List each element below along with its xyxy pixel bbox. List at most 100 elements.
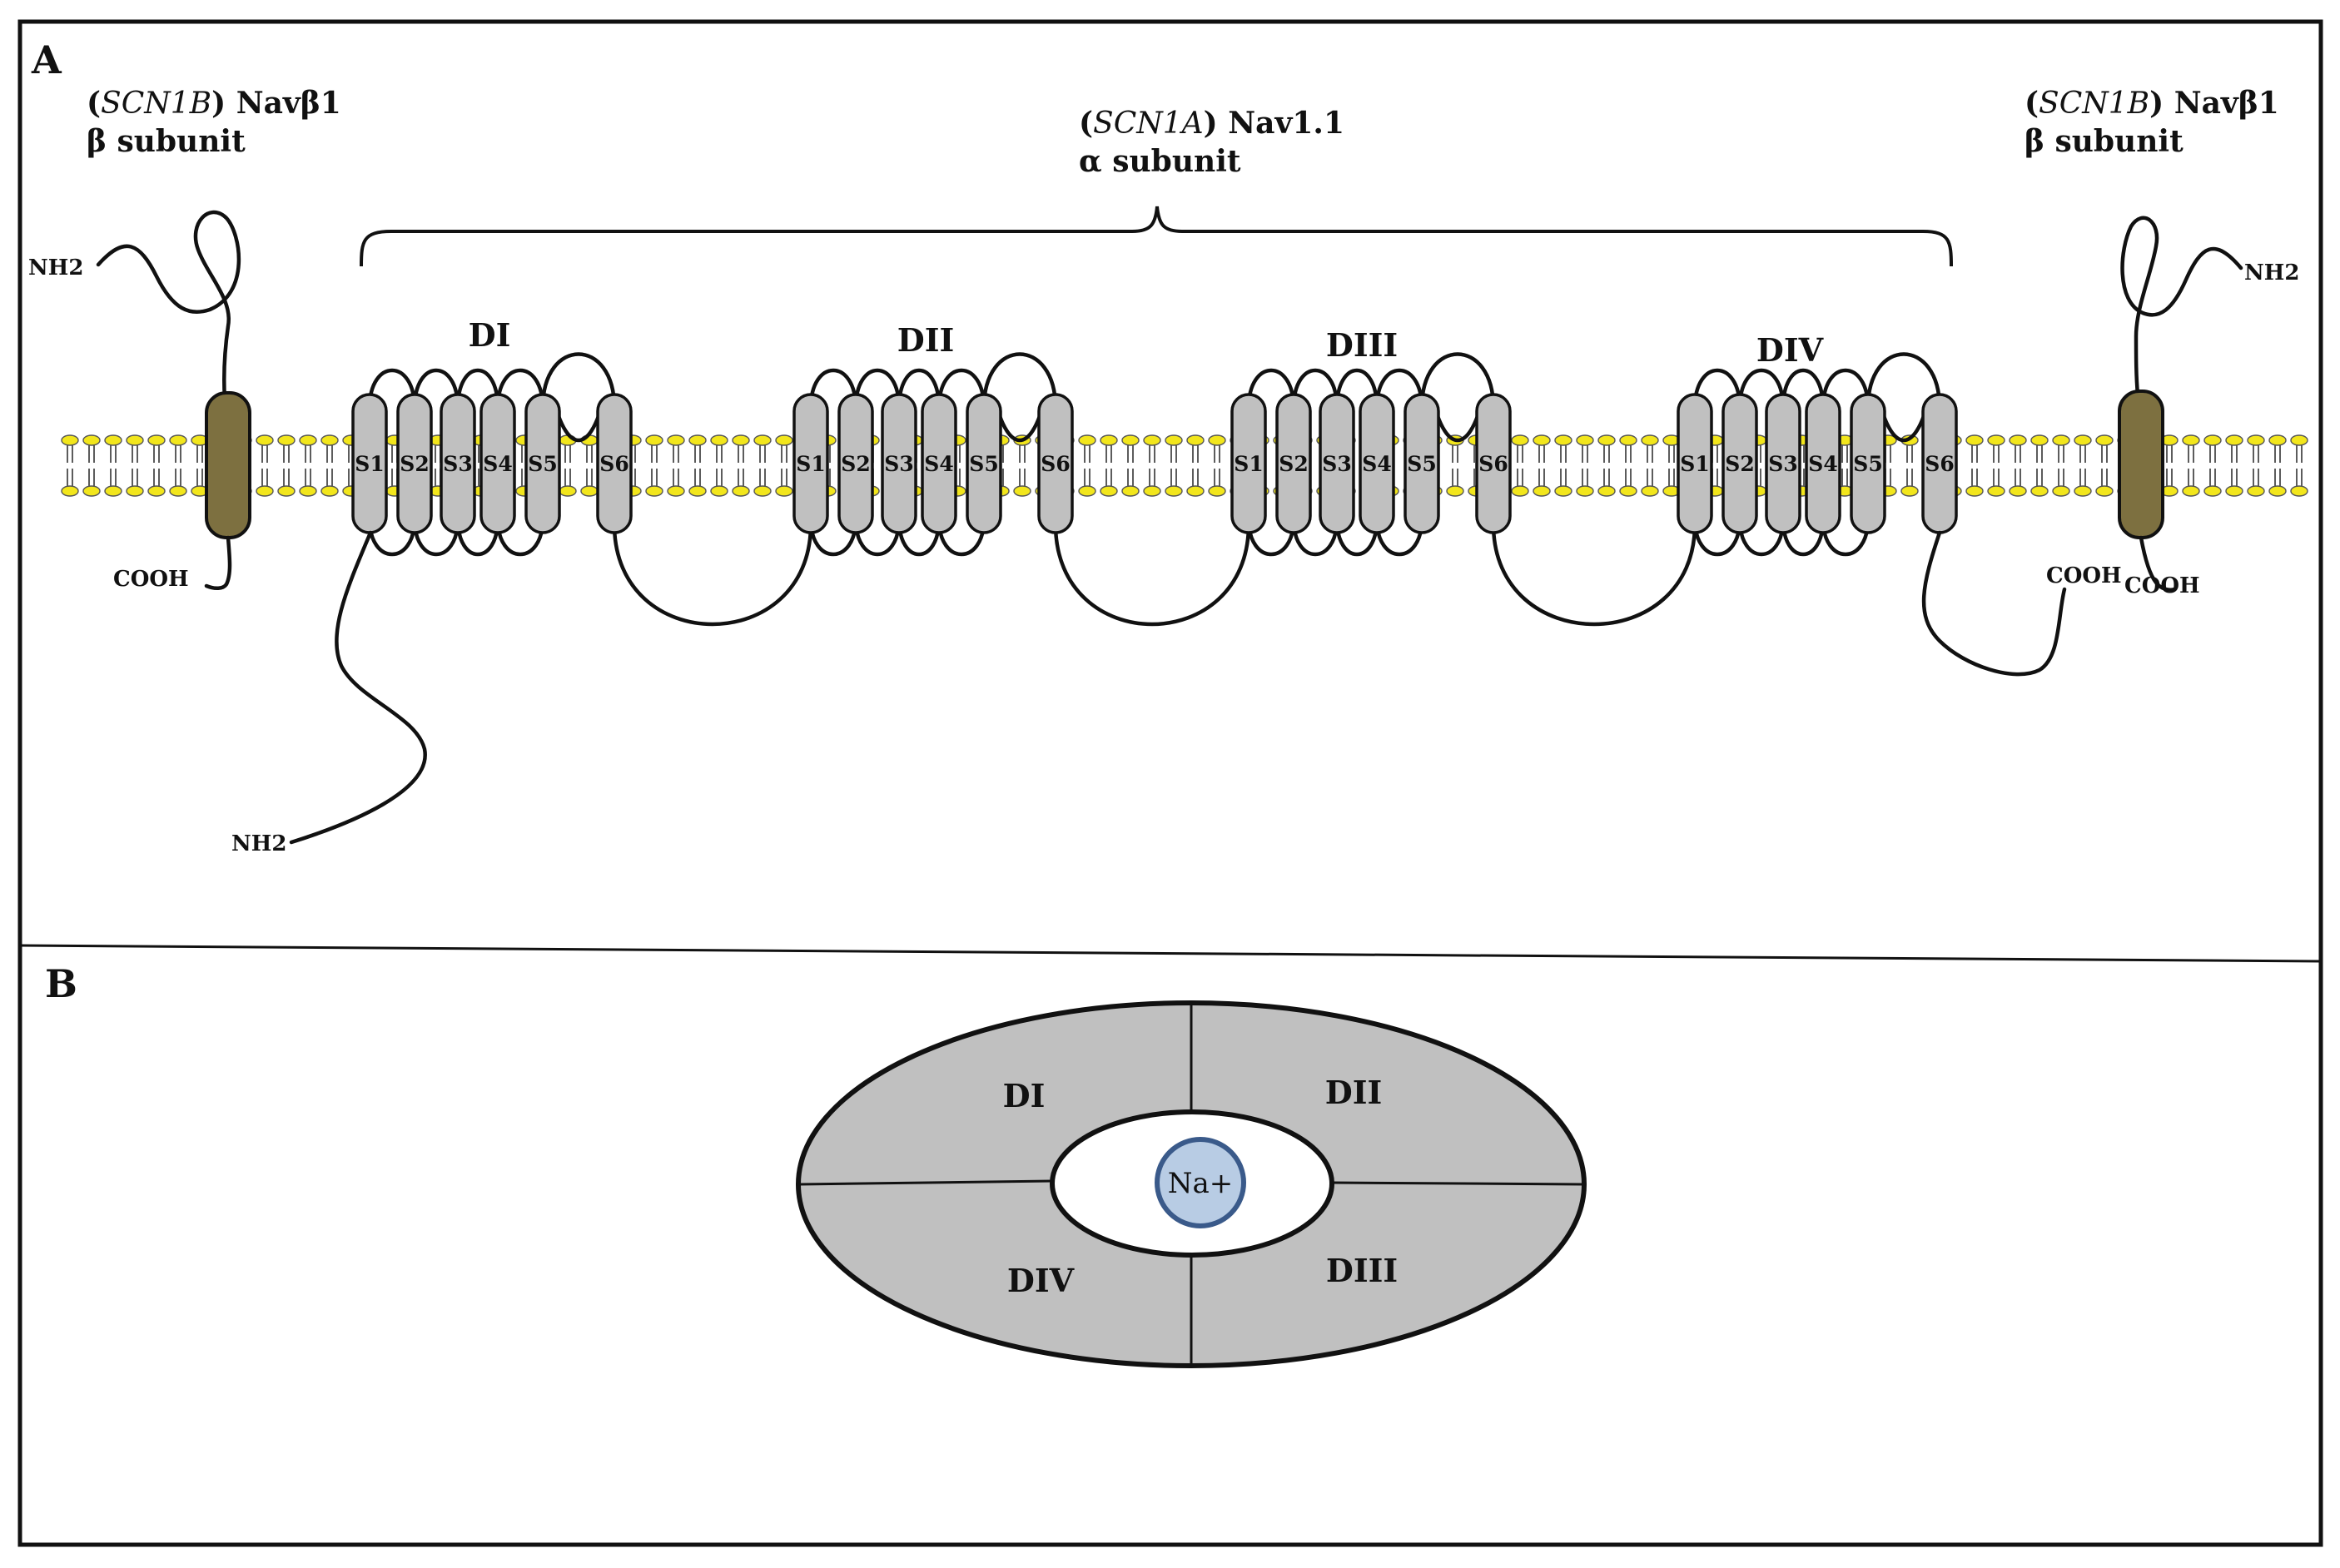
- segment-dii-s5: [966, 393, 1002, 534]
- lipid-head: [667, 434, 685, 446]
- lipid-head: [2074, 434, 2092, 446]
- beta-subunit-right: [2118, 216, 2243, 592]
- beta-left-title: (SCN1B) Navβ1: [87, 86, 341, 121]
- lipid-head: [2247, 485, 2265, 497]
- lipid-head: [1597, 434, 1616, 446]
- segment-div-s1: [1677, 393, 1713, 534]
- lipid-head: [1965, 485, 1984, 497]
- pore-quadrant-diii: DIII: [1326, 1252, 1398, 1289]
- lipid-head: [169, 434, 187, 446]
- lipid-head: [82, 485, 101, 497]
- lipid-head: [1013, 485, 1031, 497]
- pore-quadrant-di: DI: [1003, 1077, 1046, 1114]
- segment-label: S5: [528, 452, 557, 476]
- segment-diii-s4: [1359, 393, 1395, 534]
- lipid-head: [277, 434, 296, 446]
- beta-right-cooh-label: COOH: [2124, 573, 2200, 598]
- segment-diii-s3: [1319, 393, 1355, 534]
- lipid-head: [2030, 434, 2049, 446]
- extracellular-loop: [1291, 368, 1339, 410]
- lipid-head: [2052, 485, 2070, 497]
- segment-label: S6: [1041, 452, 1070, 476]
- lipid-head: [2009, 485, 2027, 497]
- lipid-head: [1186, 485, 1205, 497]
- lipid-head: [1554, 434, 1572, 446]
- extracellular-loop: [1692, 368, 1742, 410]
- beta-right-helix: [2118, 390, 2164, 539]
- extracellular-loop: [412, 368, 460, 410]
- lipid-head: [2225, 485, 2243, 497]
- domain-label-div: DIV: [1756, 331, 1825, 369]
- interdomain-linker: [1491, 522, 1697, 627]
- segment-label: S1: [796, 452, 825, 476]
- beta-left-nh2-label: NH2: [28, 256, 83, 280]
- lipid-head: [277, 485, 296, 497]
- segment-diii-s5: [1404, 393, 1440, 534]
- extracellular-loop: [808, 368, 858, 410]
- lipid-head: [1165, 485, 1183, 497]
- alpha-n-terminal-tail: [289, 530, 427, 845]
- lipid-head: [126, 434, 144, 446]
- pore-cross-section: Na+ DI DII DIII DIV: [796, 1000, 1587, 1368]
- beta-right-nh2-label: NH2: [2244, 261, 2299, 285]
- lipid-head: [1511, 434, 1529, 446]
- lipid-head: [320, 434, 339, 446]
- lipid-head: [299, 434, 317, 446]
- segment-label: S4: [1808, 452, 1837, 476]
- extracellular-loop: [1781, 369, 1826, 410]
- lipid-head: [1165, 434, 1183, 446]
- segment-label: S4: [1362, 452, 1391, 476]
- lipid-head: [1100, 434, 1118, 446]
- lipid-head: [775, 485, 793, 497]
- lipid-head: [2247, 434, 2265, 446]
- segment-dii-s3: [881, 393, 917, 534]
- lipid-head: [256, 434, 274, 446]
- quadrant-divider-left: [798, 1179, 1053, 1186]
- extracellular-loop: [540, 352, 617, 410]
- sodium-ion: [1155, 1137, 1246, 1228]
- extracellular-loop: [1374, 368, 1424, 410]
- lipid-head: [1641, 485, 1659, 497]
- extracellular-loop: [853, 368, 902, 410]
- lipid-head: [299, 485, 317, 497]
- lipid-head: [1965, 434, 1984, 446]
- lipid-head: [1597, 485, 1616, 497]
- segment-di-s3: [440, 393, 476, 534]
- segment-di-s5: [524, 393, 561, 534]
- lipid-head: [256, 485, 274, 497]
- lipid-head: [1511, 485, 1529, 497]
- interdomain-linker: [1053, 522, 1251, 627]
- lipid-head: [104, 485, 122, 497]
- lipid-head: [1576, 485, 1594, 497]
- lipid-head: [688, 485, 707, 497]
- extracellular-loop: [1737, 368, 1786, 410]
- extracellular-loop: [1821, 368, 1871, 410]
- pore-quadrant-div: DIV: [1007, 1262, 1076, 1299]
- lipid-head: [2203, 434, 2222, 446]
- lipid-head: [147, 434, 166, 446]
- segment-di-s2: [396, 393, 433, 534]
- segment-dii-s6: [1037, 393, 1074, 534]
- lipid-head: [2268, 485, 2287, 497]
- lipid-head: [1619, 485, 1637, 497]
- segment-dii-s2: [837, 393, 874, 534]
- lipid-head: [1987, 434, 2005, 446]
- beta-right-extracellular-chain: [2120, 216, 2243, 397]
- segment-label: S4: [483, 452, 512, 476]
- lipid-head: [1446, 485, 1464, 497]
- lipid-head: [1533, 434, 1551, 446]
- lipid-head: [1078, 434, 1096, 446]
- segment-di-s6: [596, 393, 633, 534]
- lipid-head: [1100, 485, 1118, 497]
- lipid-head: [61, 434, 79, 446]
- segment-div-s5: [1850, 393, 1886, 534]
- lipid-head: [2095, 434, 2114, 446]
- lipid-head: [2225, 434, 2243, 446]
- lipid-head: [559, 485, 577, 497]
- lipid-head: [1641, 434, 1659, 446]
- lipid-head: [1576, 434, 1594, 446]
- segment-div-s3: [1765, 393, 1801, 534]
- segment-label: S6: [1925, 452, 1954, 476]
- domain-label-dii: DII: [897, 321, 955, 359]
